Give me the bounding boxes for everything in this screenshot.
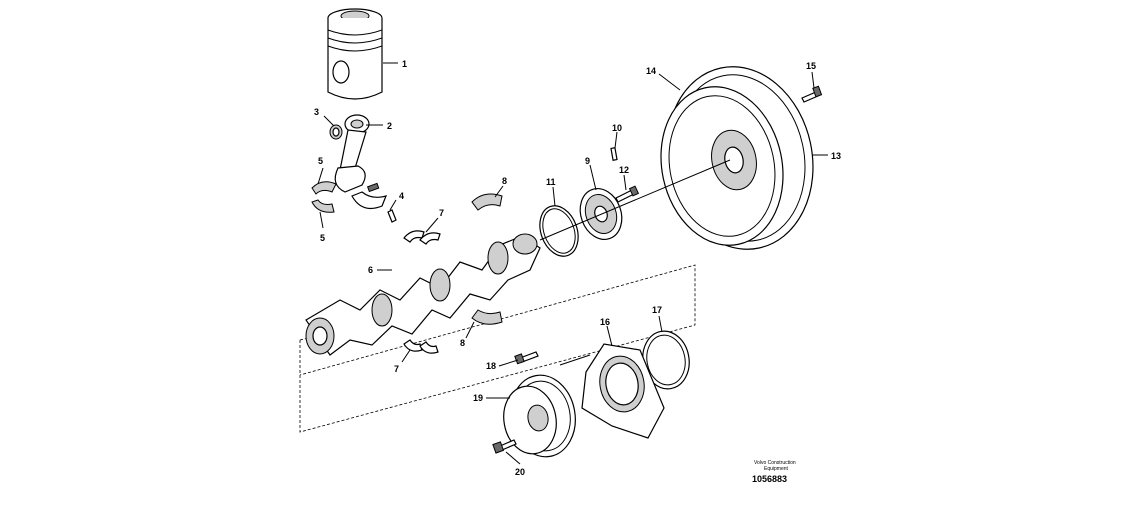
credit-company: Volvo Construction bbox=[754, 460, 796, 466]
callout-8-lower: 8 bbox=[460, 338, 465, 348]
main-bearing-shell-upper bbox=[471, 193, 503, 211]
crankshaft bbox=[305, 233, 541, 356]
callout-8-upper: 8 bbox=[502, 176, 507, 186]
credit-block: Volvo Construction Equipment 1056883 bbox=[752, 460, 796, 484]
callout-labels: 1 2 3 4 5 5 6 7 7 8 8 9 10 11 12 13 14 1… bbox=[314, 59, 841, 477]
callout-7-upper: 7 bbox=[439, 208, 444, 218]
seal-ring-front bbox=[539, 205, 579, 257]
callout-5-lower: 5 bbox=[320, 233, 325, 243]
callout-7-lower: 7 bbox=[394, 364, 399, 374]
connecting-rod bbox=[334, 114, 370, 193]
callout-14: 14 bbox=[646, 66, 656, 76]
flywheel-bolt bbox=[801, 85, 823, 103]
callout-11: 11 bbox=[546, 177, 556, 187]
callout-19: 19 bbox=[473, 393, 483, 403]
callout-3: 3 bbox=[314, 107, 319, 117]
rod-cap-bolt bbox=[387, 209, 397, 223]
callout-13: 13 bbox=[831, 151, 841, 161]
leader-lines bbox=[317, 62, 828, 465]
thrust-washer-lower bbox=[403, 339, 439, 354]
callout-12: 12 bbox=[619, 165, 629, 175]
callout-18: 18 bbox=[486, 361, 496, 371]
callout-6: 6 bbox=[368, 265, 373, 275]
callout-15: 15 bbox=[806, 61, 816, 71]
rod-bearing-shells bbox=[311, 181, 337, 213]
pulley-bolt bbox=[492, 439, 517, 454]
callout-16: 16 bbox=[600, 317, 610, 327]
callout-1: 1 bbox=[402, 59, 407, 69]
callout-5-upper: 5 bbox=[318, 156, 323, 166]
rod-bushing bbox=[329, 124, 343, 140]
callout-4: 4 bbox=[399, 191, 404, 201]
piston bbox=[327, 8, 383, 100]
callout-2: 2 bbox=[387, 121, 392, 131]
callout-20: 20 bbox=[515, 467, 525, 477]
thrust-washer-upper bbox=[403, 230, 441, 245]
callout-17: 17 bbox=[652, 305, 662, 315]
gear-bolt bbox=[615, 185, 640, 203]
crankshaft-pulley bbox=[503, 374, 576, 458]
seal-housing bbox=[581, 343, 665, 439]
credit-company-line2: Equipment bbox=[764, 466, 789, 472]
drawing-number: 1056883 bbox=[752, 474, 787, 484]
rod-cap bbox=[351, 182, 388, 209]
callout-9: 9 bbox=[585, 156, 590, 166]
main-bearing-shell-lower bbox=[471, 309, 503, 325]
dowel-pin bbox=[610, 147, 618, 161]
callout-10: 10 bbox=[612, 123, 622, 133]
flywheel bbox=[660, 66, 814, 250]
housing-bolt bbox=[514, 351, 539, 365]
